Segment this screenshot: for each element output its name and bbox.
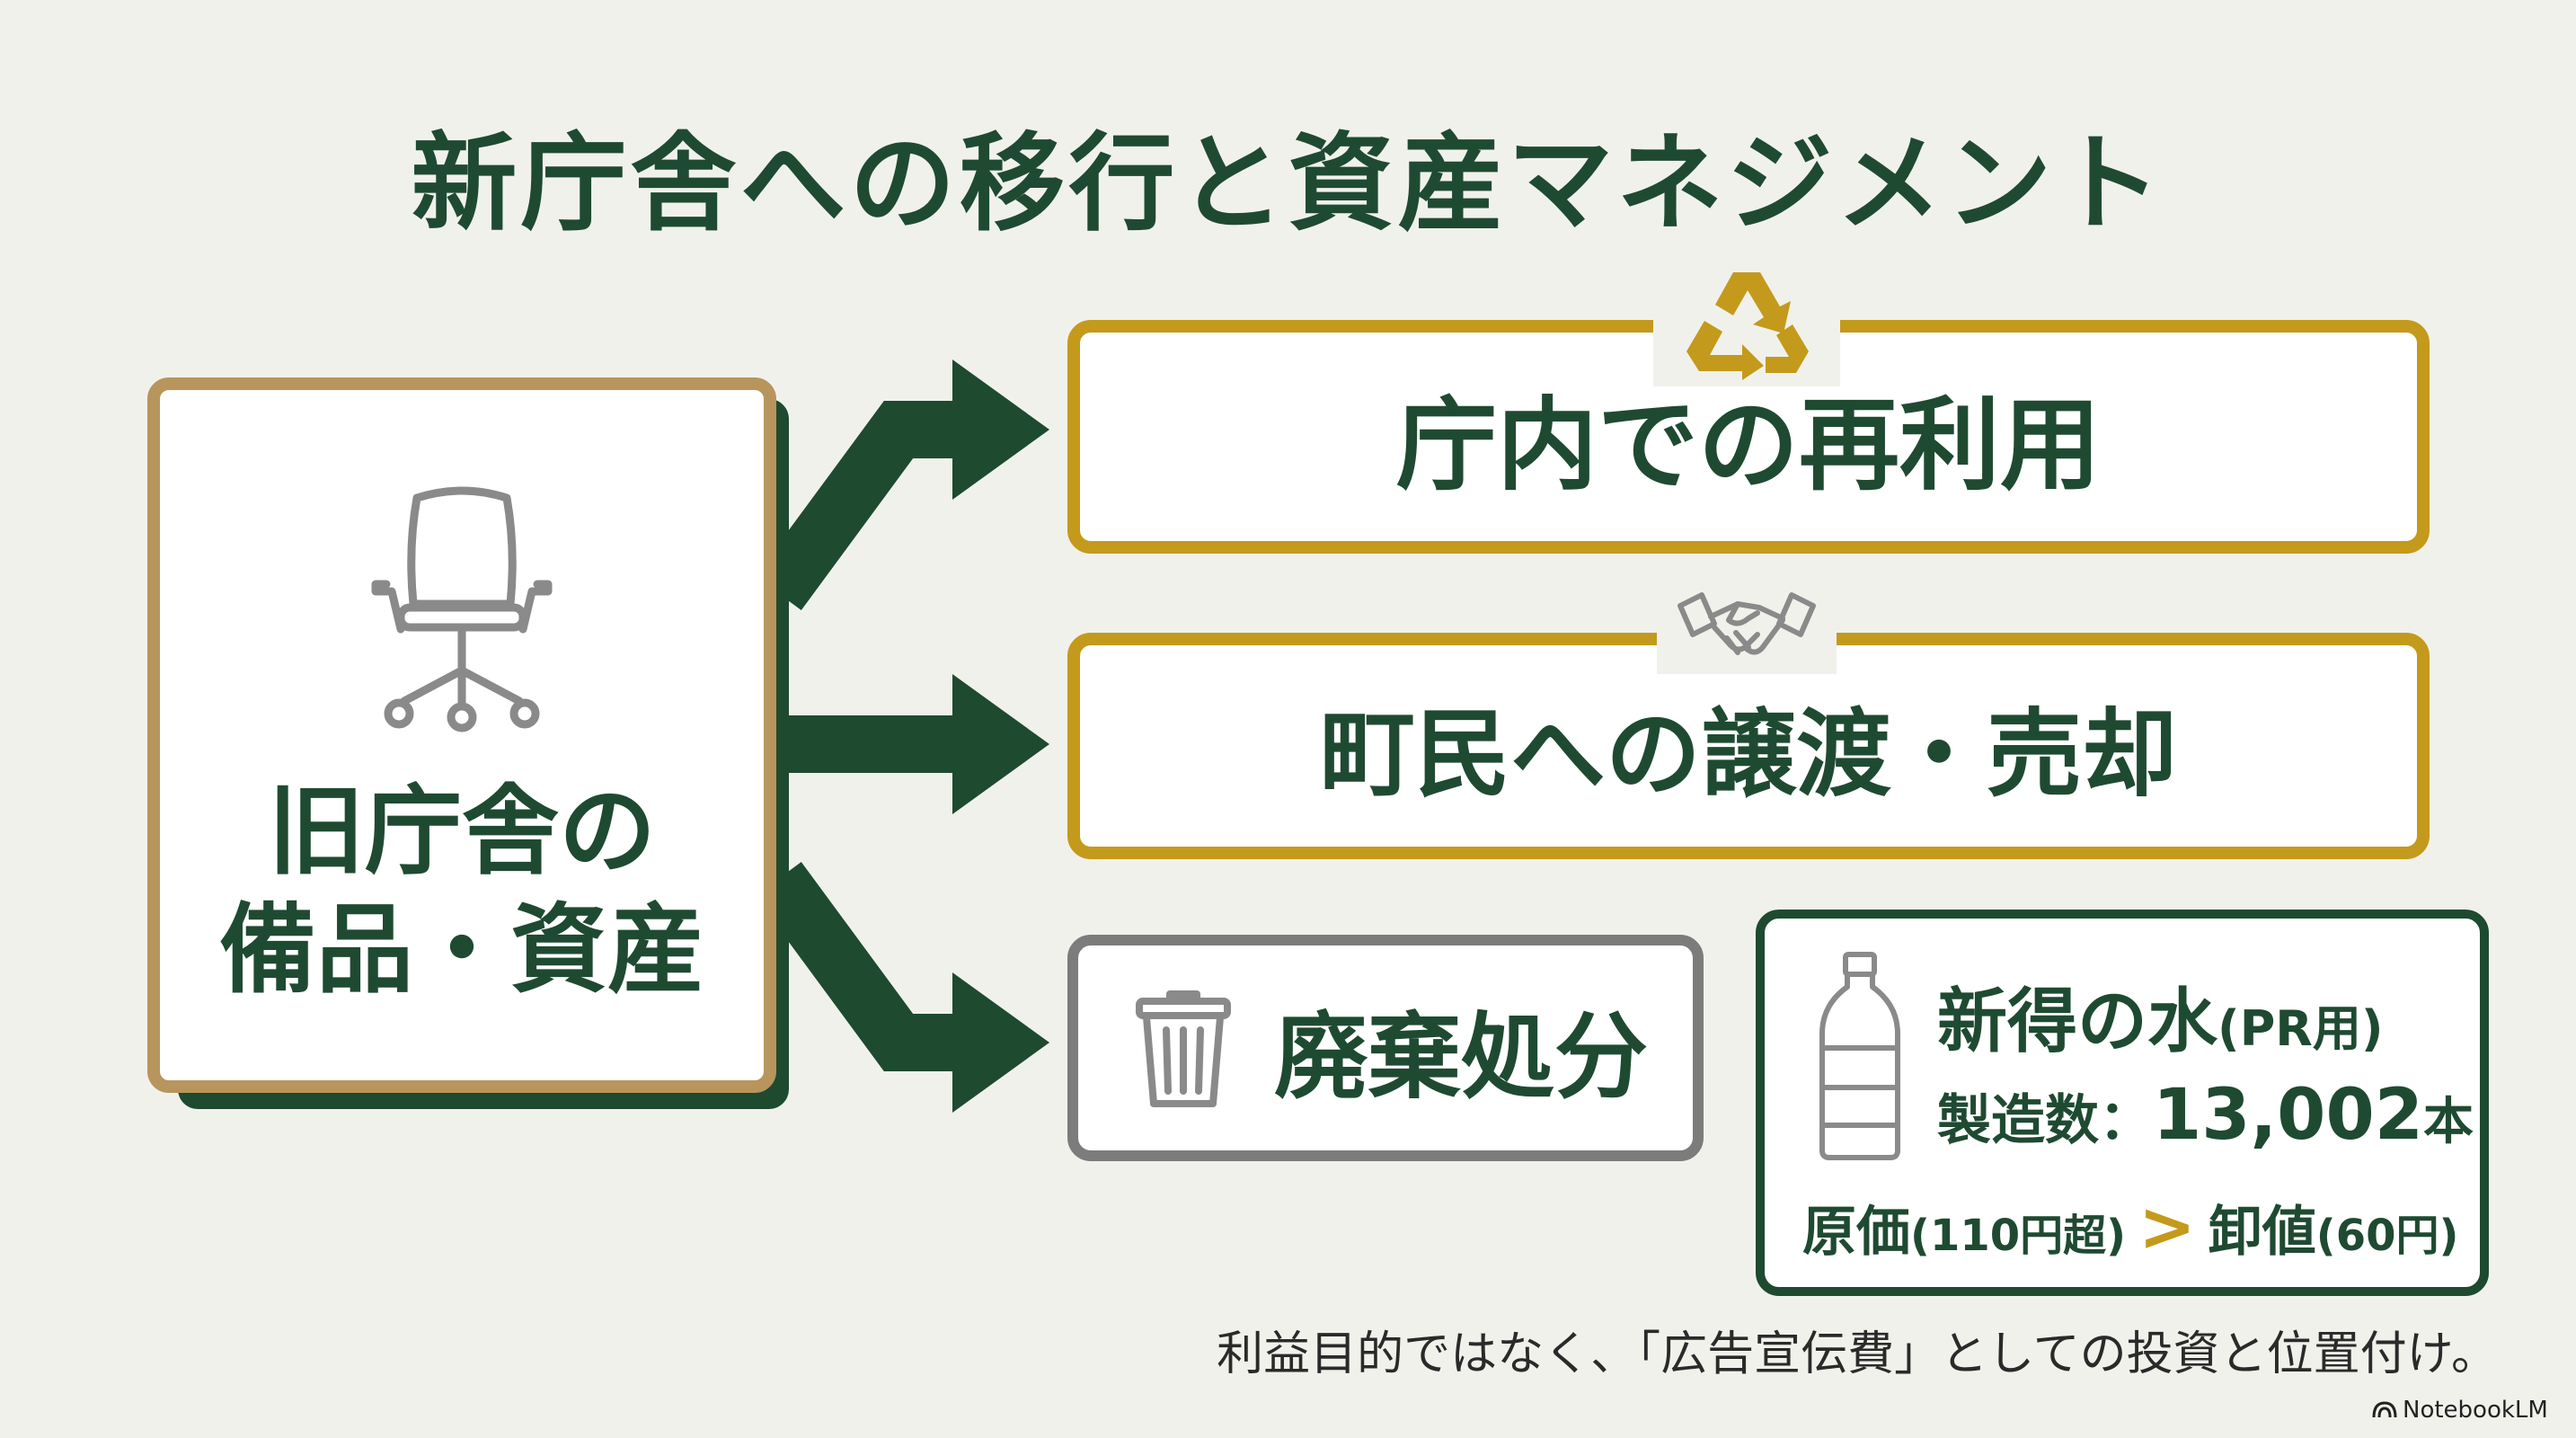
water-bottle-icon	[1819, 952, 1900, 1160]
source-label: 旧庁舎の 備品・資産	[147, 773, 776, 1010]
wholesale-label: 卸値	[2208, 1201, 2316, 1264]
water-title: 新得の水(PR用)	[1937, 965, 2384, 1066]
option-disposal-box: 廃棄処分	[1067, 935, 1704, 1161]
arrowhead-reuse	[952, 360, 1049, 500]
handshake-badge	[1657, 584, 1837, 674]
wholesale-value: (60円)	[2315, 1211, 2459, 1261]
water-count-unit: 本	[2423, 1093, 2474, 1151]
arrowhead-disposal	[952, 972, 1049, 1113]
recycle-icon	[1686, 272, 1809, 380]
source-box	[147, 377, 776, 1093]
water-info-box	[1756, 910, 2489, 1296]
option-reuse-label: 庁内での再利用	[1396, 387, 2101, 504]
water-count-label: 製造数：	[1937, 1089, 2153, 1152]
water-price-compare: 原価(110円超)>卸値(60円)	[1802, 1186, 2458, 1266]
source-label-line1: 旧庁舎の	[267, 776, 656, 888]
office-chair-icon	[371, 486, 553, 732]
brand-label: NotebookLM	[2403, 1397, 2548, 1424]
recycle-badge	[1653, 261, 1840, 386]
option-transfer-label: 町民への譲渡・売却	[1320, 699, 2177, 810]
water-count-value: 13,002	[2153, 1075, 2423, 1156]
arrowhead-transfer	[952, 674, 1049, 814]
arrow-to-disposal	[755, 862, 961, 1071]
notebooklm-logo-icon	[2372, 1401, 2397, 1418]
brand-mark: NotebookLM	[2372, 1397, 2548, 1424]
page-title: 新庁舎への移行と資産マネジメント	[411, 121, 2165, 245]
option-disposal-label: 廃棄処分	[1274, 1001, 1649, 1112]
water-count: 製造数：13,002本	[1937, 1075, 2474, 1156]
source-label-line2: 備品・資産	[218, 894, 704, 1007]
footnote: 利益目的ではなく、「広告宣伝費」としての投資と位置付け。	[1217, 1327, 2498, 1381]
compare-symbol: >	[2138, 1186, 2196, 1266]
trash-icon	[1136, 990, 1231, 1107]
arrow-to-reuse	[755, 401, 961, 610]
handshake-icon	[1677, 592, 1816, 655]
water-title-main: 新得の水	[1937, 981, 2218, 1062]
cost-label: 原価	[1802, 1201, 1910, 1264]
water-title-sub: (PR用)	[2217, 1000, 2384, 1057]
cost-value: (110円超)	[1910, 1211, 2127, 1261]
